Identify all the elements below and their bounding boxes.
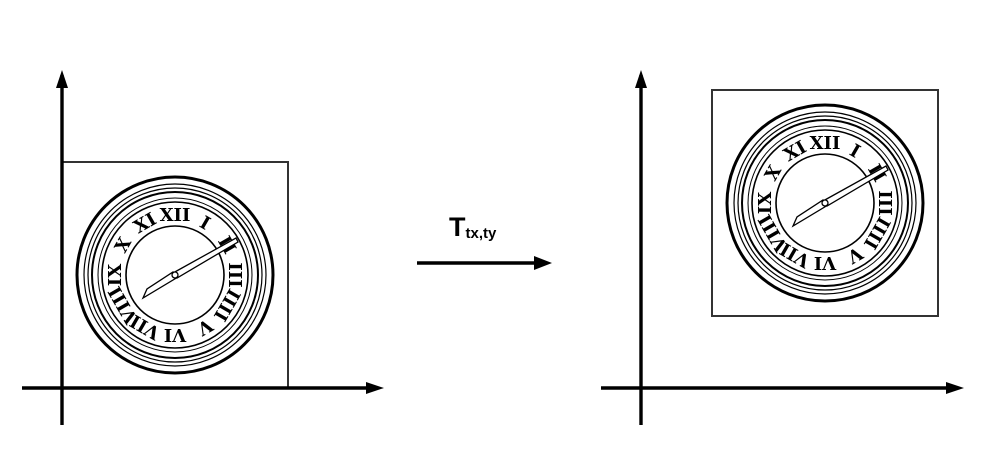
source-clock-image — [75, 175, 275, 375]
target-x-axis-arrowhead — [946, 382, 964, 394]
target-panel — [601, 70, 964, 425]
target-y-axis-arrowhead — [635, 70, 647, 88]
source-y-axis-arrowhead — [56, 70, 68, 88]
transform-label: Ttx,ty — [449, 212, 497, 242]
transform-arrow-head — [534, 256, 552, 270]
source-x-axis-arrowhead — [366, 382, 384, 394]
transform-indicator: Ttx,ty — [417, 212, 552, 270]
source-panel — [22, 70, 384, 425]
target-clock-image — [725, 103, 925, 303]
